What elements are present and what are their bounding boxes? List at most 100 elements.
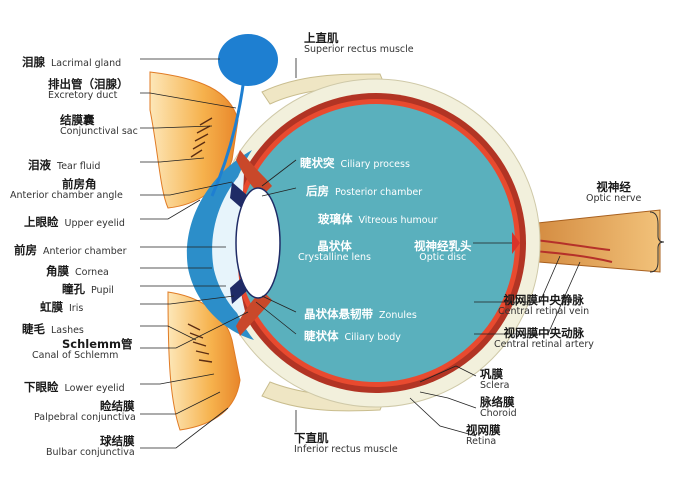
label-zh: 瞳孔 <box>62 282 85 296</box>
ciliary-body-lower <box>236 290 272 336</box>
label-zh: 视网膜中央动脉 <box>503 326 585 340</box>
label-pupil: 瞳孔 Pupil <box>62 279 114 297</box>
label-zh: 晶状体 <box>317 239 352 253</box>
label-en: Lacrimal gland <box>51 58 122 69</box>
label-zh: 睫状体 <box>304 329 339 343</box>
label-choroid: 脉络膜 Choroid <box>480 395 517 420</box>
label-zh: 角膜 <box>46 264 69 278</box>
label-en: Sclera <box>480 380 510 392</box>
label-lens: 晶状体 Crystalline lens <box>298 239 371 264</box>
label-zh: 视神经乳头 <box>414 239 472 253</box>
label-zh: 球结膜 <box>100 434 135 448</box>
label-superior-rectus: 上直肌 Superior rectus muscle <box>304 31 414 56</box>
label-ciliary-body: 睫状体 Ciliary body <box>304 326 401 344</box>
label-en: Ciliary body <box>344 332 401 343</box>
label-en: Optic nerve <box>586 193 642 205</box>
label-ciliary-process: 睫状突 Ciliary process <box>300 153 410 171</box>
label-zh: 泪液 <box>28 158 51 172</box>
optic-disc-shape <box>512 232 520 254</box>
label-bulbar-conjunctiva: 球结膜 Bulbar conjunctiva <box>46 434 135 459</box>
lens-shape <box>235 187 281 299</box>
label-en: Central retinal artery <box>494 339 594 351</box>
label-zh: 后房 <box>306 184 329 198</box>
label-retina: 视网膜 Retina <box>466 423 501 448</box>
label-en: Choroid <box>480 408 517 420</box>
label-en: Bulbar conjunctiva <box>46 447 135 459</box>
label-en: Anterior chamber angle <box>10 190 123 202</box>
lashes-lower <box>187 323 213 363</box>
label-zh: 前房 <box>14 243 37 257</box>
label-en: Conjunctival sac <box>60 126 138 138</box>
label-vitreous: 玻璃体 Vitreous humour <box>318 209 438 227</box>
label-zh: Schlemm管 <box>62 337 133 351</box>
label-en: Zonules <box>379 310 417 321</box>
label-zh: 上眼睑 <box>24 215 59 229</box>
label-central-retinal-vein: 视网膜中央静脉 Central retinal vein <box>498 293 590 318</box>
label-en: Optic disc <box>419 252 467 264</box>
label-excretory-duct: 排出管（泪腺） Excretory duct <box>48 77 129 102</box>
label-zh: 玻璃体 <box>318 212 353 226</box>
label-zh: 视神经 <box>596 180 631 194</box>
label-inferior-rectus: 下直肌 Inferior rectus muscle <box>294 431 398 456</box>
label-en: Cornea <box>75 267 109 278</box>
label-en: Posterior chamber <box>335 187 423 198</box>
label-en: Iris <box>69 303 84 314</box>
label-upper-eyelid: 上眼睑 Upper eyelid <box>24 212 125 230</box>
label-zh: 睫毛 <box>22 322 45 336</box>
label-tear-fluid: 泪液 Tear fluid <box>28 155 100 173</box>
label-cornea: 角膜 Cornea <box>46 261 109 279</box>
label-en: Ciliary process <box>340 159 410 170</box>
label-optic-nerve: 视神经 Optic nerve <box>586 180 642 205</box>
label-en: Superior rectus muscle <box>304 44 414 56</box>
label-en: Lashes <box>51 325 84 336</box>
label-zh: 泪腺 <box>22 55 45 69</box>
label-en: Central retinal vein <box>498 306 590 318</box>
label-zh: 上直肌 <box>304 31 339 45</box>
vitreous-shape <box>237 104 515 382</box>
label-en: Anterior chamber <box>43 246 127 257</box>
label-lower-eyelid: 下眼睑 Lower eyelid <box>24 377 125 395</box>
label-en: Excretory duct <box>48 90 118 102</box>
label-en: Vitreous humour <box>358 215 438 226</box>
label-iris: 虹膜 Iris <box>40 297 83 315</box>
label-zh: 巩膜 <box>480 367 503 381</box>
ciliary-body-upper <box>236 150 272 196</box>
label-en: Inferior rectus muscle <box>294 444 398 456</box>
label-sclera: 巩膜 Sclera <box>480 367 510 392</box>
label-en: Tear fluid <box>57 161 101 172</box>
label-lashes: 睫毛 Lashes <box>22 319 84 337</box>
optic-nerve-bracket <box>649 211 665 273</box>
label-en: Retina <box>466 436 497 448</box>
label-anterior-chamber-angle: 前房角 Anterior chamber angle <box>10 177 123 202</box>
label-palpebral-conjunctiva: 睑结膜 Palpebral conjunctiva <box>34 399 136 424</box>
label-en: Crystalline lens <box>298 252 371 264</box>
label-zh: 视网膜中央静脉 <box>503 293 584 307</box>
label-zh: 脉络膜 <box>480 395 515 409</box>
label-en: Pupil <box>91 285 114 296</box>
label-zonules: 晶状体悬韧带 Zonules <box>304 304 417 322</box>
label-anterior-chamber: 前房 Anterior chamber <box>14 240 126 258</box>
label-optic-disc: 视神经乳头 Optic disc <box>414 239 472 264</box>
label-zh: 视网膜 <box>466 423 501 437</box>
label-en: Palpebral conjunctiva <box>34 412 136 424</box>
label-zh: 晶状体悬韧带 <box>304 307 373 321</box>
label-schlemm: Schlemm管 Canal of Schlemm <box>32 337 133 362</box>
label-zh: 前房角 <box>62 177 97 191</box>
label-zh: 睑结膜 <box>100 399 135 413</box>
lashes-upper <box>190 117 213 158</box>
label-conjunctival-sac: 结膜囊 Conjunctival sac <box>60 113 138 138</box>
label-lacrimal-gland: 泪腺 Lacrimal gland <box>22 52 121 70</box>
label-en: Canal of Schlemm <box>32 350 119 362</box>
label-zh: 下眼睑 <box>24 380 59 394</box>
label-zh: 排出管（泪腺） <box>48 77 129 91</box>
label-zh: 虹膜 <box>40 300 63 314</box>
label-zh: 睫状突 <box>300 156 335 170</box>
label-zh: 下直肌 <box>294 431 329 445</box>
label-posterior-chamber: 后房 Posterior chamber <box>306 181 422 199</box>
label-en: Lower eyelid <box>64 383 125 394</box>
label-en: Upper eyelid <box>64 218 125 229</box>
label-zh: 结膜囊 <box>60 113 95 127</box>
lacrimal-gland-shape <box>218 34 278 86</box>
excretory-duct-shape <box>210 77 246 197</box>
